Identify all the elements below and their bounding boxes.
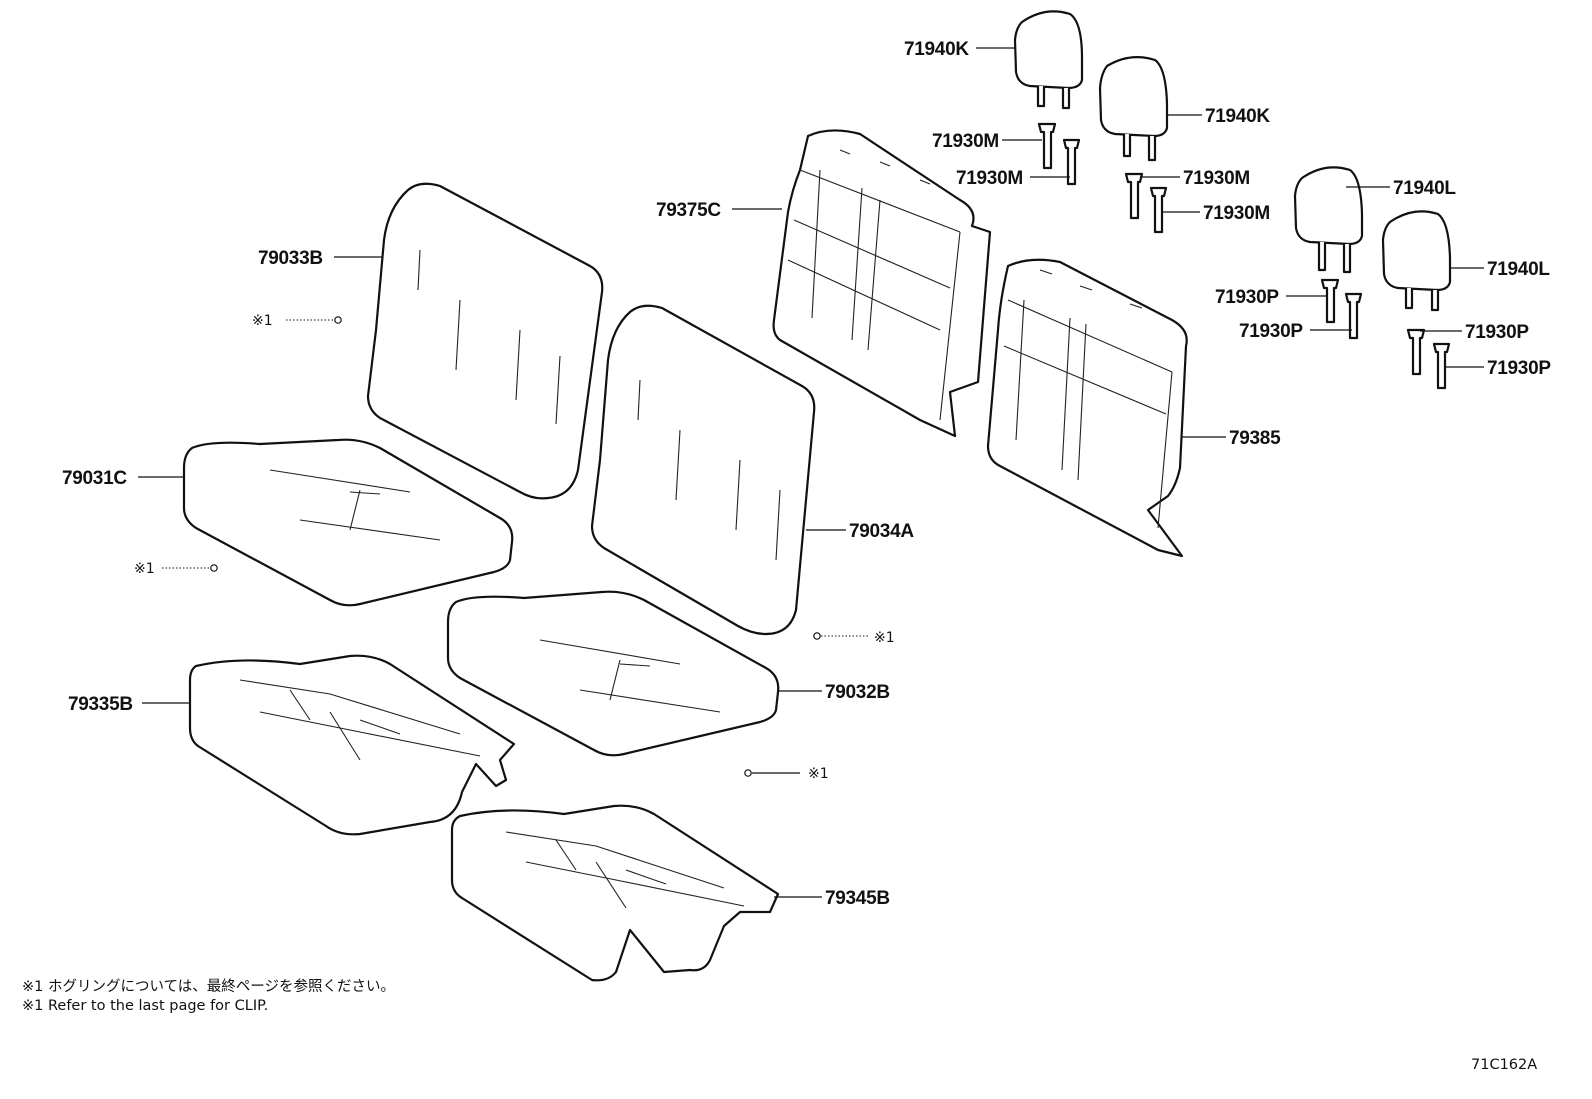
label-79335b: 79335B — [68, 694, 133, 715]
clip-ref-2: ※1 — [134, 561, 155, 577]
footnote-japanese: ※1 ホグリングについては、最終ページを参照ください。 — [22, 979, 395, 995]
label-71940k-lower: 71940K — [1205, 106, 1270, 127]
guide-71930p-3[interactable] — [1406, 328, 1426, 376]
seatback-pad-79033b[interactable] — [366, 182, 604, 500]
guide-71930p-1[interactable] — [1320, 278, 1340, 324]
label-79034a: 79034A — [849, 521, 914, 542]
guide-71930m-3[interactable] — [1124, 172, 1144, 220]
guide-71930m-1[interactable] — [1037, 122, 1057, 170]
label-71930m-2: 71930M — [956, 168, 1023, 189]
label-79385: 79385 — [1229, 428, 1281, 449]
label-79375c: 79375C — [656, 200, 721, 221]
clip-ref-1: ※1 — [252, 313, 273, 329]
guide-71930m-2[interactable] — [1062, 138, 1081, 186]
label-79345b: 79345B — [825, 888, 890, 909]
clip-ring-icon-1 — [334, 316, 342, 324]
cushion-pad-79032b[interactable] — [446, 590, 780, 757]
leader-lines — [138, 47, 1484, 898]
headrest-71940l-upper[interactable] — [1293, 166, 1364, 274]
label-71930p-2: 71930P — [1239, 321, 1303, 342]
footnote-english: ※1 Refer to the last page for CLIP. — [22, 998, 269, 1014]
headrest-71940k-upper[interactable] — [1013, 10, 1084, 110]
guide-71930m-4[interactable] — [1149, 186, 1168, 234]
seatback-cover-79385[interactable] — [986, 258, 1188, 558]
label-79031c: 79031C — [62, 468, 127, 489]
clip-ring-icon-3 — [813, 632, 821, 640]
clip-ref-4: ※1 — [808, 766, 829, 782]
headrest-71940k-lower[interactable] — [1098, 55, 1169, 162]
label-71940l-lower: 71940L — [1487, 259, 1550, 280]
clip-ring-icon-4 — [744, 769, 752, 777]
guide-71930p-4[interactable] — [1432, 342, 1451, 390]
diagram-code: 71C162A — [1471, 1057, 1538, 1073]
label-71940k-upper: 71940K — [904, 39, 969, 60]
label-71930p-3: 71930P — [1465, 322, 1529, 343]
clip-ring-icon-2 — [210, 564, 218, 572]
label-71940l-upper: 71940L — [1393, 178, 1456, 199]
seatback-pad-79034a[interactable] — [590, 304, 816, 636]
cushion-pad-79031c[interactable] — [182, 438, 514, 607]
cushion-cover-79345b[interactable] — [450, 804, 780, 982]
clip-ref-3: ※1 — [874, 630, 895, 646]
label-71930m-4: 71930M — [1203, 203, 1270, 224]
label-79032b: 79032B — [825, 682, 890, 703]
label-71930m-1: 71930M — [932, 131, 999, 152]
seatback-cover-79375c[interactable] — [772, 129, 992, 438]
cushion-cover-79335b[interactable] — [188, 654, 516, 836]
label-71930p-4: 71930P — [1487, 358, 1551, 379]
label-71930p-1: 71930P — [1215, 287, 1279, 308]
label-71930m-3: 71930M — [1183, 168, 1250, 189]
label-79033b: 79033B — [258, 248, 323, 269]
headrest-71940l-lower[interactable] — [1381, 210, 1452, 312]
guide-71930p-2[interactable] — [1344, 292, 1363, 340]
